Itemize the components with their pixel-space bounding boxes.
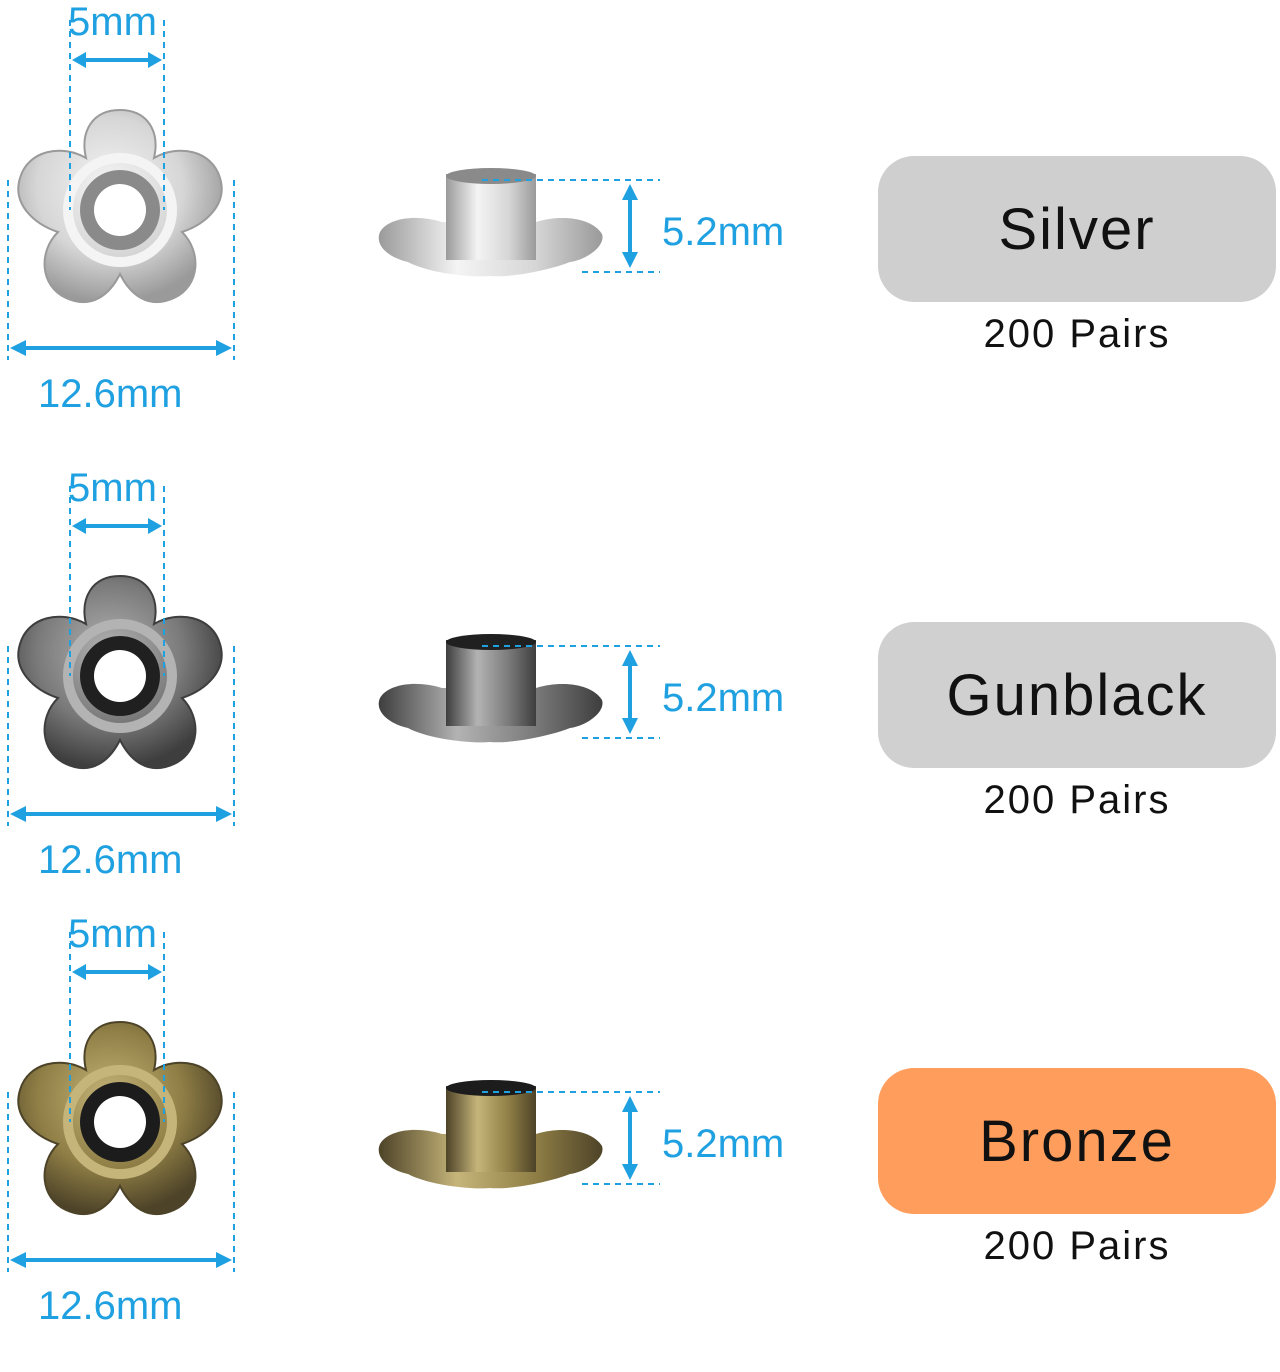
eyelet-side-view (360, 150, 820, 300)
inner-diameter-label: 5mm (68, 466, 157, 510)
eyelet-side-view (360, 1062, 820, 1212)
height-label: 5.2mm (662, 676, 785, 720)
color-name: Bronze (979, 1108, 1175, 1174)
eyelet-top-view: 5mm 12.6mm (0, 0, 260, 420)
height-label: 5.2mm (662, 210, 785, 254)
quantity-label: 200 Pairs (983, 778, 1171, 822)
variant-gunblack: 5mm 12.6mm (0, 466, 1280, 926)
height-label: 5.2mm (662, 1122, 785, 1166)
color-name-badge: Bronze (878, 1068, 1276, 1214)
color-name-badge: Gunblack (878, 622, 1276, 768)
outer-diameter-label: 12.6mm (38, 372, 183, 416)
outer-diameter-label: 12.6mm (38, 1284, 183, 1328)
eyelet-side-view (360, 616, 820, 766)
eyelet-top-image (7, 486, 235, 826)
outer-diameter-label: 12.6mm (38, 838, 183, 882)
quantity-label: 200 Pairs (983, 1224, 1171, 1268)
color-name: Gunblack (946, 662, 1208, 728)
variant-bronze: 5mm 12.6mm (0, 912, 1280, 1372)
eyelet-side-image (378, 634, 660, 743)
color-name-badge: Silver (878, 156, 1276, 302)
inner-diameter-label: 5mm (68, 912, 157, 956)
eyelet-top-image (7, 932, 235, 1272)
variant-silver: 5mm 12.6mm (0, 0, 1280, 460)
quantity-label: 200 Pairs (983, 312, 1171, 356)
eyelet-top-view: 5mm 12.6mm (0, 466, 260, 886)
eyelet-top-view: 5mm 12.6mm (0, 912, 260, 1332)
color-name: Silver (998, 196, 1156, 262)
eyelet-side-image (378, 1080, 660, 1189)
inner-diameter-label: 5mm (68, 0, 157, 44)
eyelet-side-image (378, 168, 660, 277)
eyelet-top-image (7, 20, 235, 360)
